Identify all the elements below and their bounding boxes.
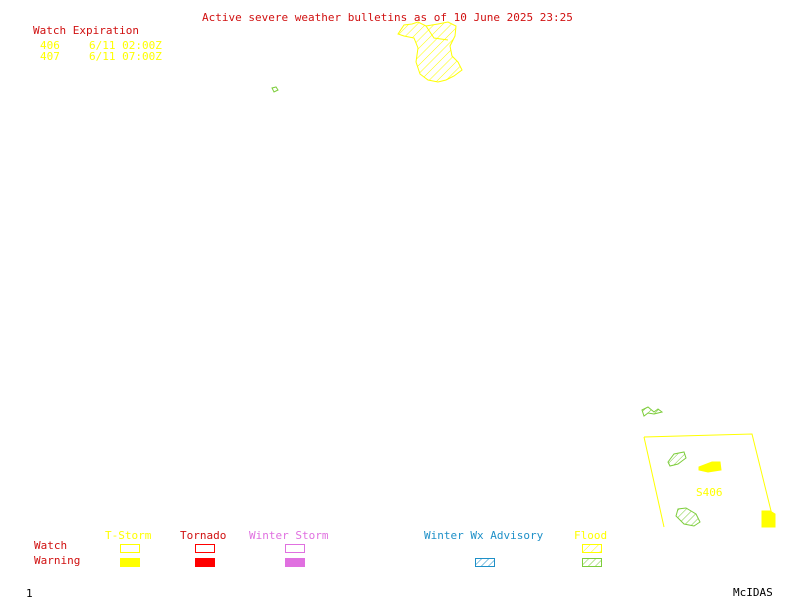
legend-winter-advisory-warning-swatch bbox=[475, 558, 495, 567]
tstorm-warning-1 bbox=[698, 461, 722, 473]
mcidas-brand: McIDAS bbox=[733, 586, 773, 599]
page-title: Active severe weather bulletins as of 10… bbox=[202, 11, 573, 24]
legend-label-flood: Flood bbox=[574, 529, 608, 542]
legend-row-warning: Warning bbox=[34, 554, 81, 567]
legend-tstorm-warning-swatch bbox=[120, 558, 140, 567]
watch-expiration-heading: Watch Expiration bbox=[33, 24, 139, 37]
legend-label-tornado: Tornado bbox=[180, 529, 227, 542]
legend-label-tstorm: T-Storm bbox=[105, 529, 152, 542]
watch-box-406 bbox=[643, 433, 776, 528]
frame-number: 1 bbox=[26, 587, 33, 600]
flood-warning-small bbox=[271, 86, 279, 93]
flood-warning-east bbox=[641, 406, 664, 417]
flood-warning-inside-1 bbox=[667, 451, 687, 467]
watch-expiration-row-407-time: 6/11 07:00Z bbox=[89, 50, 162, 63]
legend-tornado-warning-swatch bbox=[195, 558, 215, 567]
watch-expiration-row-407-id: 407 bbox=[40, 50, 60, 63]
legend-row-watch: Watch bbox=[34, 539, 68, 552]
legend-flood-watch-swatch bbox=[582, 544, 602, 553]
watch-expiration-row-406-id: 406 bbox=[40, 39, 60, 52]
flood-warning-inside-2 bbox=[675, 507, 701, 527]
legend-tornado-watch-swatch bbox=[195, 544, 215, 553]
legend-label-winter-storm: Winter Storm bbox=[249, 529, 329, 542]
legend-winter-storm-watch-swatch bbox=[285, 544, 305, 553]
legend-label-winter-advisory: Winter Wx Advisory bbox=[424, 529, 544, 542]
legend-winter-storm-warning-swatch bbox=[285, 558, 305, 567]
legend-flood-warning-swatch bbox=[582, 558, 602, 567]
tstorm-warning-2 bbox=[761, 510, 776, 528]
flood-area-north bbox=[397, 21, 463, 83]
watch-expiration-row-406-time: 6/11 02:00Z bbox=[89, 39, 162, 52]
watch-box-label: S406 bbox=[696, 486, 723, 499]
legend-tstorm-watch-swatch bbox=[120, 544, 140, 553]
